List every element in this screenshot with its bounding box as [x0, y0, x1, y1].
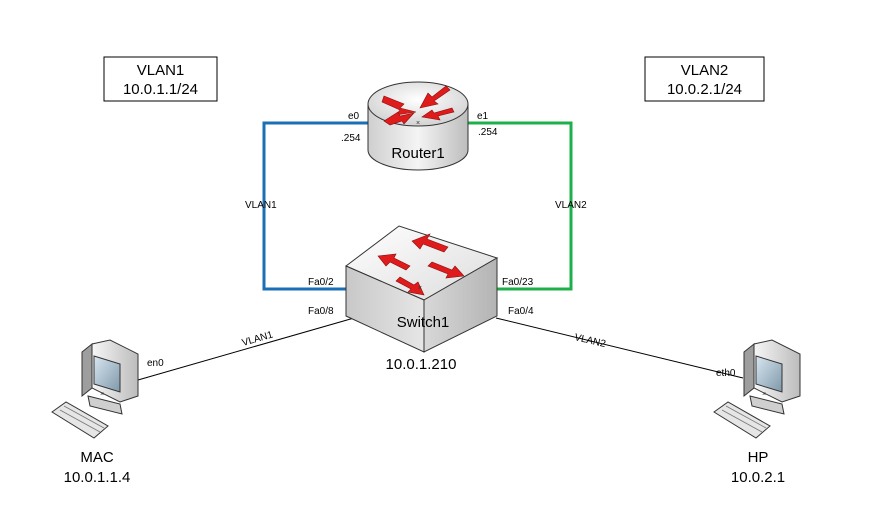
- switch-icon: × Switch1: [345, 225, 499, 353]
- vlan1-box-title: VLAN1: [137, 62, 185, 79]
- mac-iface: en0: [147, 358, 164, 369]
- vlan1-label-box: VLAN1 10.0.1.1/24: [103, 56, 218, 102]
- switch-port-fa0-2: Fa0/2: [308, 277, 334, 288]
- switch-port-fa0-4: Fa0/4: [508, 306, 534, 317]
- mac-name: MAC: [80, 449, 114, 466]
- link-label-router-vlan2: VLAN2: [555, 200, 587, 211]
- vlan1-box-subnet: 10.0.1.1/24: [123, 81, 198, 98]
- router-icon: × Router1: [367, 81, 469, 171]
- mac-ip: 10.0.1.1.4: [64, 469, 131, 486]
- link-mac: [137, 317, 355, 381]
- router-iface-e0: e0: [348, 111, 360, 122]
- svg-text:×: ×: [100, 391, 104, 398]
- link-label-hp: VLAN2: [573, 332, 607, 350]
- svg-text:×: ×: [416, 120, 420, 127]
- link-router-vlan2: [468, 121, 573, 291]
- vlan2-box-title: VLAN2: [681, 62, 729, 79]
- switch-port-fa0-23: Fa0/23: [502, 277, 534, 288]
- hp-iface: eth0: [716, 368, 736, 379]
- switch-ip: 10.0.1.210: [386, 356, 457, 373]
- router-name: Router1: [391, 145, 444, 162]
- mac-computer-icon: ×: [51, 339, 139, 439]
- hp-name: HP: [748, 449, 769, 466]
- link-hp: [495, 317, 744, 379]
- links: [137, 121, 744, 381]
- link-label-router-vlan1: VLAN1: [245, 200, 277, 211]
- switch-port-fa0-8: Fa0/8: [308, 306, 334, 317]
- router-iface-e1: e1: [477, 111, 489, 122]
- switch-name: Switch1: [397, 314, 450, 331]
- hp-ip: 10.0.2.1: [731, 469, 785, 486]
- svg-text:×: ×: [762, 391, 766, 398]
- hp-computer-icon: ×: [713, 339, 801, 439]
- router-iface-e1-addr: .254: [478, 127, 498, 138]
- vlan2-box-subnet: 10.0.2.1/24: [667, 81, 742, 98]
- link-router-vlan1: [262, 121, 368, 291]
- router-iface-e0-addr: .254: [341, 133, 361, 144]
- svg-text:×: ×: [418, 285, 422, 292]
- vlan2-label-box: VLAN2 10.0.2.1/24: [644, 56, 765, 102]
